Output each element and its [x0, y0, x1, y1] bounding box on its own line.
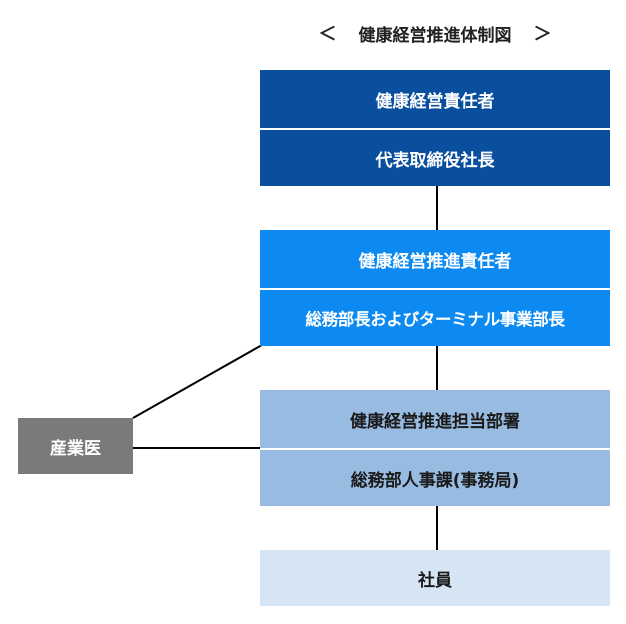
page-title: 健康経営推進体制図 — [358, 25, 512, 46]
connector-physician-to-second — [132, 344, 263, 419]
chevron-left-icon[interactable]: ＜ — [318, 24, 337, 45]
health-management-manager-box: 健康経営責任者 — [260, 70, 610, 128]
diagram-title: ＜ 健康経営推進体制図 ＞ — [260, 18, 610, 48]
president-label: 代表取締役社長 — [375, 150, 495, 171]
chevron-right-icon[interactable]: ＞ — [533, 24, 552, 45]
general-affairs-director-label: 総務部長およびターミナル事業部長 — [305, 310, 565, 329]
president-box: 代表取締役社長 — [260, 128, 610, 186]
health-promotion-manager-label: 健康経営推進責任者 — [358, 251, 512, 272]
health-promotion-department-label: 健康経営推進担当部署 — [350, 411, 520, 432]
health-promotion-department-box: 健康経営推進担当部署 — [260, 390, 610, 448]
general-affairs-director-box: 総務部長およびターミナル事業部長 — [260, 288, 610, 346]
health-management-manager-label: 健康経営責任者 — [375, 91, 495, 112]
hr-section-label: 総務部人事課(事務局) — [350, 470, 520, 491]
hr-section-box: 総務部人事課(事務局) — [260, 448, 610, 506]
employees-box: 社員 — [260, 550, 610, 606]
occupational-physician-box: 産業医 — [18, 418, 133, 474]
health-promotion-manager-box: 健康経営推進責任者 — [260, 230, 610, 288]
employees-label: 社員 — [418, 570, 452, 591]
occupational-physician-label: 産業医 — [50, 438, 101, 459]
